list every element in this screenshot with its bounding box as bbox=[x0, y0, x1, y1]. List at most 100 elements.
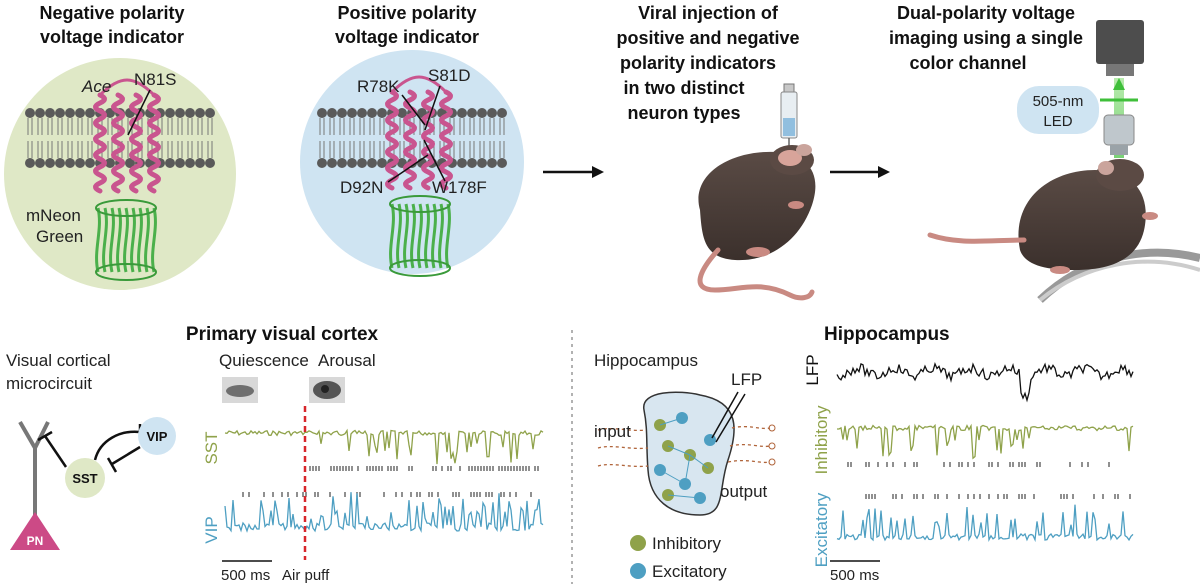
lipid-head bbox=[477, 108, 487, 118]
beta-strand bbox=[123, 207, 129, 273]
hippo-diagram-title: Hippocampus bbox=[594, 351, 698, 370]
lipid-head bbox=[317, 158, 327, 168]
lipid-head bbox=[337, 158, 347, 168]
helix-loop bbox=[98, 78, 156, 97]
beta-strand bbox=[410, 203, 416, 269]
mutation-label-d92n: D92N bbox=[340, 178, 383, 197]
circuit-label-line2: microcircuit bbox=[6, 374, 92, 393]
vip-node bbox=[138, 417, 176, 455]
lipid-head bbox=[165, 108, 175, 118]
lipid-tail bbox=[77, 118, 83, 135]
lipid-head bbox=[477, 158, 487, 168]
objective-lens-icon bbox=[1103, 114, 1135, 155]
lipid-tail bbox=[87, 118, 93, 135]
lipid-head bbox=[85, 108, 95, 118]
panel4-title-line2: imaging using a single bbox=[889, 28, 1083, 48]
arrow-right-1 bbox=[543, 166, 604, 178]
sst-to-vip-inhibition bbox=[93, 430, 141, 461]
mneon-label-line2: Green bbox=[36, 227, 83, 246]
lipid-head bbox=[35, 158, 45, 168]
lipid-head bbox=[45, 108, 55, 118]
lipid-tail bbox=[379, 118, 385, 135]
lipid-tail bbox=[27, 141, 33, 158]
lipid-tail bbox=[167, 141, 173, 158]
led-label-line2: LED bbox=[1043, 113, 1072, 130]
camera-icon bbox=[1096, 20, 1144, 76]
panel3-title-line3: polarity indicators bbox=[620, 53, 776, 73]
eye-open-icon bbox=[309, 377, 345, 403]
lipid-tail bbox=[359, 141, 365, 158]
lipid-head bbox=[397, 108, 407, 118]
inhibitory-trace-label: Inhibitory bbox=[812, 405, 831, 474]
output-label: output bbox=[720, 482, 768, 501]
lipid-tail bbox=[349, 118, 355, 135]
inhibitory-voltage-trace bbox=[837, 423, 1134, 460]
lipid-head bbox=[25, 158, 35, 168]
lipid-tail bbox=[167, 118, 173, 135]
sst-to-pn-inhibition bbox=[43, 435, 68, 468]
lipid-head bbox=[75, 158, 85, 168]
barrel-rim bbox=[95, 263, 157, 281]
beta-strand bbox=[424, 203, 430, 269]
lfp-pointer-label: LFP bbox=[731, 370, 762, 389]
lipid-head bbox=[467, 108, 477, 118]
excitatory-spike-raster bbox=[865, 494, 1131, 499]
circuit-label-line1: Visual cortical bbox=[6, 351, 111, 370]
alpha-helix bbox=[129, 92, 143, 194]
eye-closed-icon bbox=[222, 377, 258, 403]
lipid-head bbox=[357, 108, 367, 118]
lipid-tail bbox=[197, 118, 203, 135]
lipid-tail bbox=[469, 118, 475, 135]
mneongreen-barrel bbox=[95, 199, 157, 281]
barrel-rim bbox=[95, 199, 157, 217]
beta-strand bbox=[151, 207, 157, 273]
lipid-tail bbox=[187, 141, 193, 158]
helix-loop bbox=[390, 75, 448, 94]
mneongreen-barrel bbox=[389, 195, 451, 277]
lipid-tail bbox=[47, 141, 53, 158]
vip-to-sst-inhibition bbox=[111, 445, 141, 466]
pointer-r78k bbox=[401, 94, 426, 126]
panel3-title-line2: positive and negative bbox=[616, 28, 799, 48]
alpha-helix bbox=[403, 89, 417, 191]
panel1-title-line2: voltage indicator bbox=[40, 27, 184, 47]
lipid-head bbox=[175, 108, 185, 118]
panel2-title-line2: voltage indicator bbox=[335, 27, 479, 47]
lipid-tail bbox=[499, 141, 505, 158]
lipid-head bbox=[457, 108, 467, 118]
lipid-head bbox=[85, 158, 95, 168]
ace-label: Ace bbox=[81, 77, 111, 96]
n81s-pointer bbox=[127, 89, 151, 136]
lipid-tail bbox=[469, 141, 475, 158]
lipid-tail bbox=[77, 141, 83, 158]
cortex-heading: Primary visual cortex bbox=[186, 324, 379, 345]
barrel-rim bbox=[389, 259, 451, 277]
lipid-tail bbox=[319, 141, 325, 158]
lipid-tail bbox=[319, 118, 325, 135]
lipid-head bbox=[497, 108, 507, 118]
lipid-head bbox=[165, 158, 175, 168]
lipid-tail bbox=[479, 118, 485, 135]
led-bubble bbox=[1017, 86, 1099, 134]
microcircuit-diagram: VIP SST PN bbox=[10, 417, 176, 550]
vip-node-label: VIP bbox=[147, 429, 168, 444]
mutation-label-s81d: S81D bbox=[428, 66, 471, 85]
state-arousal: Arousal bbox=[318, 351, 376, 370]
panel3-title-line5: neuron types bbox=[627, 103, 740, 123]
panel-positive-indicator: Positive polarity voltage indicator R78K… bbox=[300, 3, 524, 277]
alpha-helix bbox=[147, 92, 161, 194]
lipid-tail bbox=[87, 141, 93, 158]
lipid-tail bbox=[67, 118, 73, 135]
scale-bar-cortex-label: 500 ms bbox=[221, 567, 270, 584]
lipid-tail bbox=[67, 141, 73, 158]
lipid-tail bbox=[177, 141, 183, 158]
air-puff-label: Air puff bbox=[282, 567, 330, 584]
lipid-head bbox=[195, 158, 205, 168]
lipid-head bbox=[205, 158, 215, 168]
alpha-helix bbox=[93, 92, 107, 194]
lipid-head bbox=[367, 158, 377, 168]
panel-dual-polarity-imaging: Dual-polarity voltage imaging using a si… bbox=[889, 3, 1200, 303]
legend-inhibitory-label: Inhibitory bbox=[652, 534, 721, 553]
vip-spike-raster bbox=[242, 492, 532, 497]
